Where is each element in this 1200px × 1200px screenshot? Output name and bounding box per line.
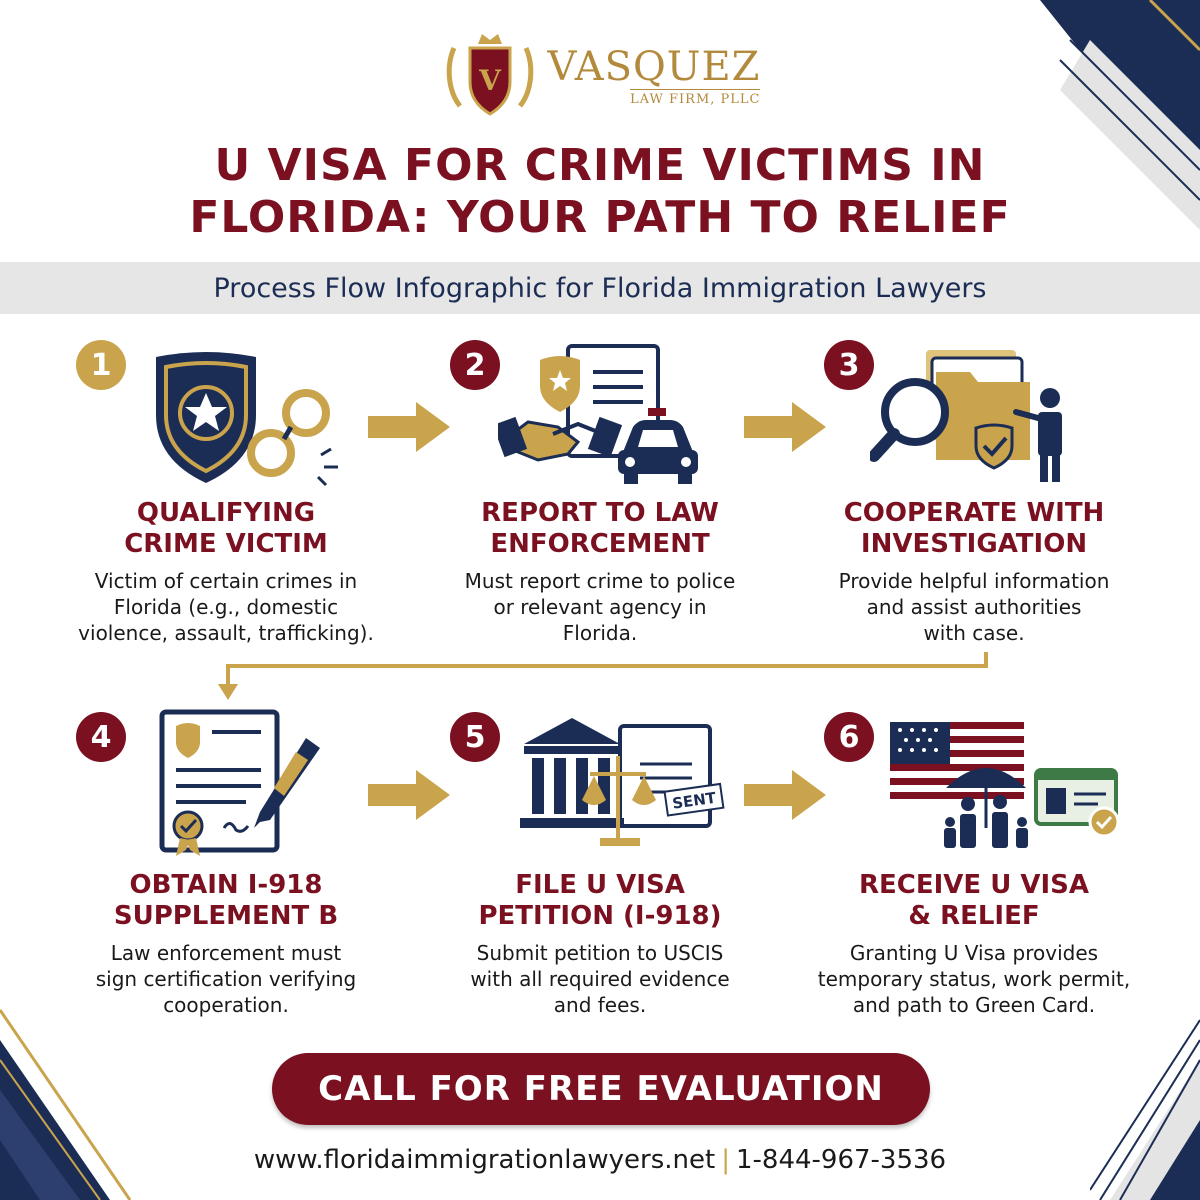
main-title: U VISA FOR CRIME VICTIMS IN FLORIDA: YOU… bbox=[0, 140, 1200, 244]
step-title: RECEIVE U VISA & RELIEF bbox=[858, 870, 1090, 931]
step-number-2: 2 bbox=[450, 340, 500, 390]
flag-family-umbrella-card-icon bbox=[886, 718, 1126, 862]
firm-logo: V VASQUEZ LAW FIRM, PLLC bbox=[0, 26, 1200, 126]
step-2: 2 REPORT TO LAW ENFORCEMENT Must repo bbox=[420, 340, 780, 660]
free-evaluation-button[interactable]: CALL FOR FREE EVALUATION bbox=[272, 1053, 930, 1125]
main-title-line-1: U VISA FOR CRIME VICTIMS IN bbox=[214, 140, 986, 191]
step-number-1: 1 bbox=[76, 340, 126, 390]
step-title: OBTAIN I-918 SUPPLEMENT B bbox=[113, 870, 339, 931]
step-title: COOPERATE WITH INVESTIGATION bbox=[843, 498, 1105, 559]
step-3: 3 COOPERATE WITH INVESTIGATION Provide h… bbox=[794, 340, 1154, 660]
step-4: 4 OBTAIN I-918 SUPPLEMENT B Law enforcem… bbox=[46, 709, 406, 1032]
firm-name: VASQUEZ bbox=[547, 44, 761, 90]
step-title: REPORT TO LAW ENFORCEMENT bbox=[481, 498, 719, 559]
magnifier-folder-officer-icon bbox=[868, 342, 1090, 491]
step-description: Submit petition to USCIS with all requir… bbox=[470, 941, 730, 1017]
step-description: Provide helpful information and assist a… bbox=[838, 569, 1110, 645]
step-description: Victim of certain crimes in Florida (e.g… bbox=[78, 569, 374, 645]
step-description: Must report crime to police or relevant … bbox=[464, 569, 736, 645]
footer-separator: | bbox=[721, 1145, 730, 1175]
phone-number[interactable]: 1-844-967-3536 bbox=[735, 1145, 947, 1175]
website-link[interactable]: www.floridaimmigrationlawyers.net bbox=[253, 1145, 716, 1175]
step-number-3: 3 bbox=[824, 340, 874, 390]
step-description: Granting U Visa provides temporary statu… bbox=[817, 941, 1131, 1017]
arrow-right-icon bbox=[744, 770, 826, 824]
svg-text:V: V bbox=[478, 64, 502, 97]
step-number-4: 4 bbox=[76, 712, 126, 762]
arrow-right-icon bbox=[368, 770, 450, 824]
connector-arrow-icon bbox=[212, 652, 992, 708]
crest-icon: V bbox=[446, 34, 533, 116]
step-title: FILE U VISA PETITION (I-918) bbox=[478, 870, 722, 931]
main-title-line-2: FLORIDA: YOUR PATH TO RELIEF bbox=[189, 192, 1011, 243]
footer-contact: www.floridaimmigrationlawyers.net|1-844-… bbox=[0, 1145, 1200, 1175]
step-6: 6 bbox=[794, 712, 1154, 1032]
step-title: QUALIFYING CRIME VICTIM bbox=[124, 498, 328, 559]
subtitle-band: Process Flow Infographic for Florida Imm… bbox=[0, 262, 1200, 314]
courthouse-scales-document-icon: SENT bbox=[520, 714, 730, 858]
subtitle: Process Flow Infographic for Florida Imm… bbox=[213, 272, 987, 304]
arrow-right-icon bbox=[744, 402, 826, 456]
step-number-6: 6 bbox=[824, 712, 874, 762]
certificate-pen-icon bbox=[156, 708, 326, 862]
arrow-right-icon bbox=[368, 402, 450, 456]
step-5: 5 SENT FILE U VISA PETITION (I bbox=[420, 712, 780, 1032]
police-badge-handcuffs-icon bbox=[146, 345, 356, 494]
handshake-police-car-icon bbox=[492, 342, 718, 491]
step-1: 1 QUALIFYING CRIME VICTIM Victim of cert… bbox=[46, 340, 406, 660]
step-number-5: 5 bbox=[450, 712, 500, 762]
firm-subtitle: LAW FIRM, PLLC bbox=[630, 89, 761, 107]
step-description: Law enforcement must sign certification … bbox=[95, 941, 357, 1017]
